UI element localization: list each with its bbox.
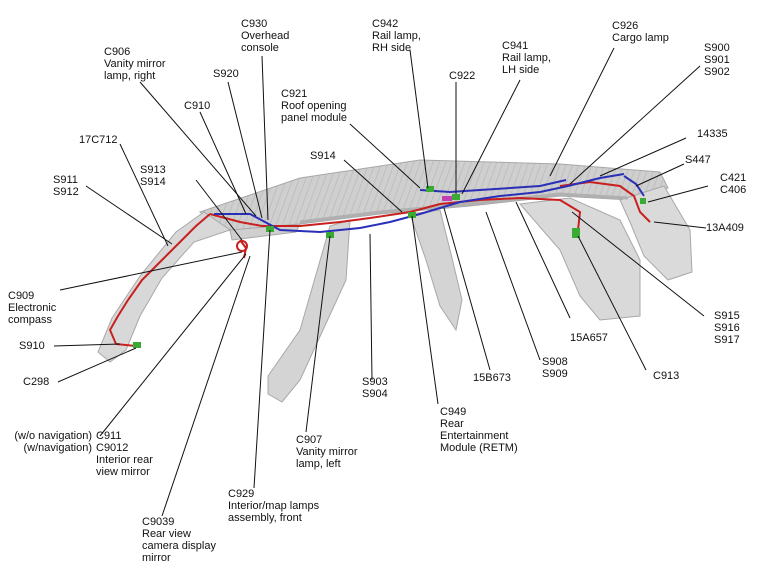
- c-pillar: [409, 209, 463, 332]
- b-pillar: [267, 219, 351, 403]
- d-pillar: [519, 197, 641, 321]
- label-c922: C922: [449, 70, 476, 82]
- roof-rail-edge: [299, 192, 629, 224]
- label-14335: 14335: [697, 128, 728, 140]
- label-15b673: 15B673: [473, 372, 511, 384]
- label-13a409: 13A409: [706, 222, 744, 234]
- wiring-harness-blue: [214, 173, 645, 234]
- label-17c712: 17C712: [79, 134, 118, 146]
- connectors: [133, 186, 646, 348]
- leader-lines: [53, 47, 709, 517]
- label-15a657: 15A657: [570, 332, 608, 344]
- label-navigation-variants: (w/o navigation)(w/navigation): [14, 430, 92, 454]
- a-pillar: [97, 211, 232, 363]
- label-s914: S914: [310, 150, 336, 162]
- label-c913: C913: [653, 370, 680, 382]
- label-c298: C298: [23, 376, 50, 388]
- label-s910: S910: [19, 340, 45, 352]
- label-c910: C910: [184, 100, 211, 112]
- label-s920: S920: [213, 68, 239, 80]
- label-s447: S447: [685, 154, 711, 166]
